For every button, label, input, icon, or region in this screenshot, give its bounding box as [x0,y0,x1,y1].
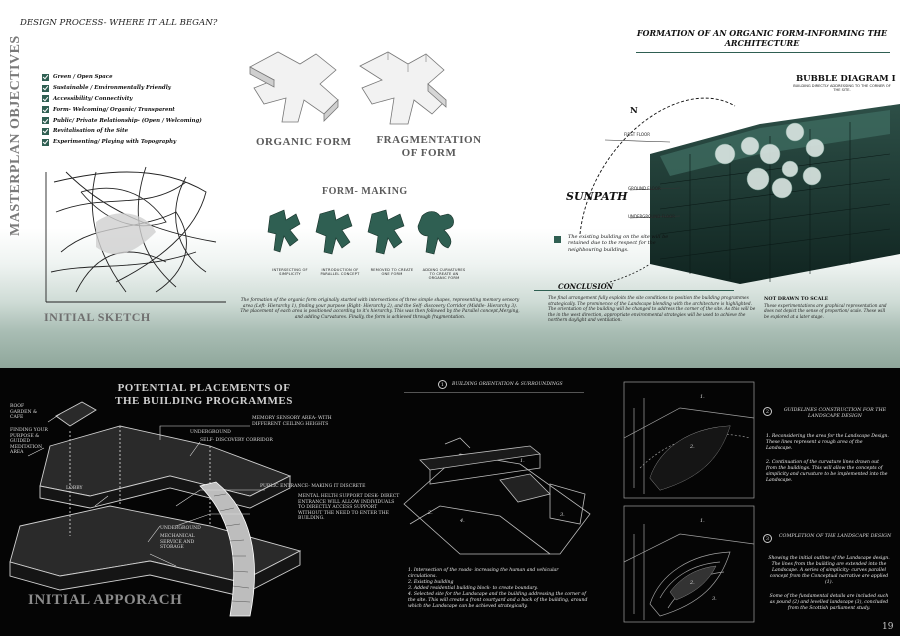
formation-underline [636,52,890,53]
guidelines-title: GUIDELINES CONSTRUCTION FOR THE LANDSCAP… [783,408,887,419]
conclusion-underline [534,290,734,291]
svg-text:4.: 4. [459,518,465,524]
sunpath-label: SUNPATH [566,190,628,203]
building-programmes-model [9,401,302,617]
checkbox-icon [42,73,49,81]
self-discovery-label: SELF- DISCOVERY CORRIDOR [200,438,273,443]
not-to-scale-note: These experimentations are graphical rep… [764,303,887,319]
underground-label-bottom: UNDERGROUND [160,526,201,531]
list-item: Experimenting/ Playing with Topography [42,137,252,148]
page-number: 19 [882,622,894,632]
form-making-paragraph: The formation of the organic form origin… [240,298,520,320]
bubble-diagram-title: BUBBLE DIAGRAM I [796,74,896,84]
site-orientation-model: 2. 4. 1. 3. [403,437,591,555]
finding-purpose-label: FINDING YOUR PURPOSE & GUIDED MEDITATION… [10,428,48,456]
form-making-label: FORM- MAKING [322,186,408,197]
initial-sketch-drawing [45,166,226,303]
design-process-title: DESIGN PROCESS- WHERE IT ALL BEGAN? [20,18,218,28]
fragmentation-label: FRAGMENTATION OF FORM [376,134,482,159]
existing-building-note: The existing building on the site will b… [568,234,669,253]
masterplan-objectives-vertical: MASTERPLAN OBJECTIVES [8,35,23,236]
form-label-2: INTRODUCTION OF PARALLEL CONCEPT [320,268,360,276]
initial-approach-title: INITIAL APPORACH [28,592,183,608]
conclusion-title: CONCLUSION [558,282,614,291]
guideline-1: 1. Reconsidering the area for the Landsc… [766,434,889,451]
svg-text:2.: 2. [689,444,695,450]
initial-approach-panel: POTENTIAL PLACEMENTS OF THE BUILDING PRO… [0,368,900,636]
checkbox-icon [42,127,49,135]
memory-area-label: MEMORY SENSORY AREA- WITH DIFFERENT CEIL… [252,416,332,427]
form-label-4: ADDING CURVATURES TO CREATE AN ORGANIC F… [422,268,466,280]
step-1-badge: 1 [438,380,447,389]
mechanical-label: MECHANICAL SERVICE AND STORAGE [160,534,195,551]
mental-health-label: MENTAL HELTH SUPPORT DESK- DIRECT ENTRAN… [298,494,400,522]
step-2-badge: 2 [763,407,772,416]
landscape-plans: 1. 2. 1. 2. 3. [623,381,755,623]
building-orientation-title: BUILDING ORIENTATION & SURROUNDINGS [452,382,563,387]
list-item: Sustainable / Environmentally Friendly [42,83,252,94]
form-making-sequence [267,209,454,255]
objectives-list: Green / Open Space Sustainable / Environ… [42,72,252,148]
underground-label-top: UNDERGROUND [190,430,231,435]
list-item: Public/ Private Relationship- (Open / We… [42,115,252,126]
svg-text:1.: 1. [700,394,705,400]
lobby-label: LOBBY [66,486,83,491]
completion-text-1: Showing the initial outline of the Lands… [768,556,890,585]
not-to-scale-label: NOT DRAWN TO SCALE [764,296,829,302]
bubble-diagram-subtitle: BUILDING DIRECTLY ADDRESSING TO THE CORN… [793,84,891,92]
orientation-divider [404,392,584,393]
organic-form-label: ORGANIC FORM [256,136,352,148]
list-item: Accessibility/ Connectivity [42,94,252,105]
underground-floor-label: UNDERGROUND FLOOR [628,214,676,219]
svg-text:2.: 2. [689,580,695,586]
ground-floor-label: GROUND FLOOR [628,186,661,191]
list-item: Green / Open Space [42,72,252,83]
first-floor-label: FIRST FLOOR [624,132,650,137]
initial-sketch-label: INITIAL SKETCH [44,310,151,324]
step-3-badge: 3 [763,534,772,543]
completion-title: COMPLETION OF THE LANDSCAPE DESIGN [778,534,892,539]
public-entrance-label: PUBLIC ENTRANCE- MAKING IT DISCRETE [260,484,366,489]
bubble-diagram-model [579,97,900,284]
form-label-1: INTERSECTING OF SIMPLICITY [272,268,308,276]
guideline-2: 2. Continuation of the curvature lines d… [766,460,888,483]
checkbox-icon [42,84,49,92]
conclusion-text: The final arrangement fully exploits the… [548,296,756,324]
list-item: Form- Welcoming/ Organic/ Transparent [42,104,252,115]
north-marker: N [630,106,638,116]
svg-text:2.: 2. [427,510,433,516]
checkbox-icon [42,106,49,114]
checkbox-icon [42,117,49,125]
list-item: Revitalisation of the Site [42,126,252,137]
svg-text:3.: 3. [712,596,717,602]
svg-text:3.: 3. [560,512,565,518]
completion-text-2: Some of the fundamental details are incl… [769,594,889,611]
design-process-panel: DESIGN PROCESS- WHERE IT ALL BEGAN? MAST… [0,0,900,368]
checkbox-icon [42,138,49,146]
form-label-3: REMOVED TO CREATE ONE FORM [370,268,414,276]
existing-building-legend-icon [554,236,561,243]
organic-form-model [249,51,447,125]
orientation-notes: 1. Intersection of the roads- increasing… [408,568,588,609]
svg-text:1.: 1. [520,458,525,464]
svg-text:1.: 1. [700,518,705,524]
checkbox-icon [42,95,49,103]
potential-placements-title: POTENTIAL PLACEMENTS OF THE BUILDING PRO… [115,382,293,407]
formation-title: FORMATION OF AN ORGANIC FORM-INFORMING T… [636,28,888,48]
roof-garden-label: ROOF GARDEN & CAFE [10,404,38,421]
